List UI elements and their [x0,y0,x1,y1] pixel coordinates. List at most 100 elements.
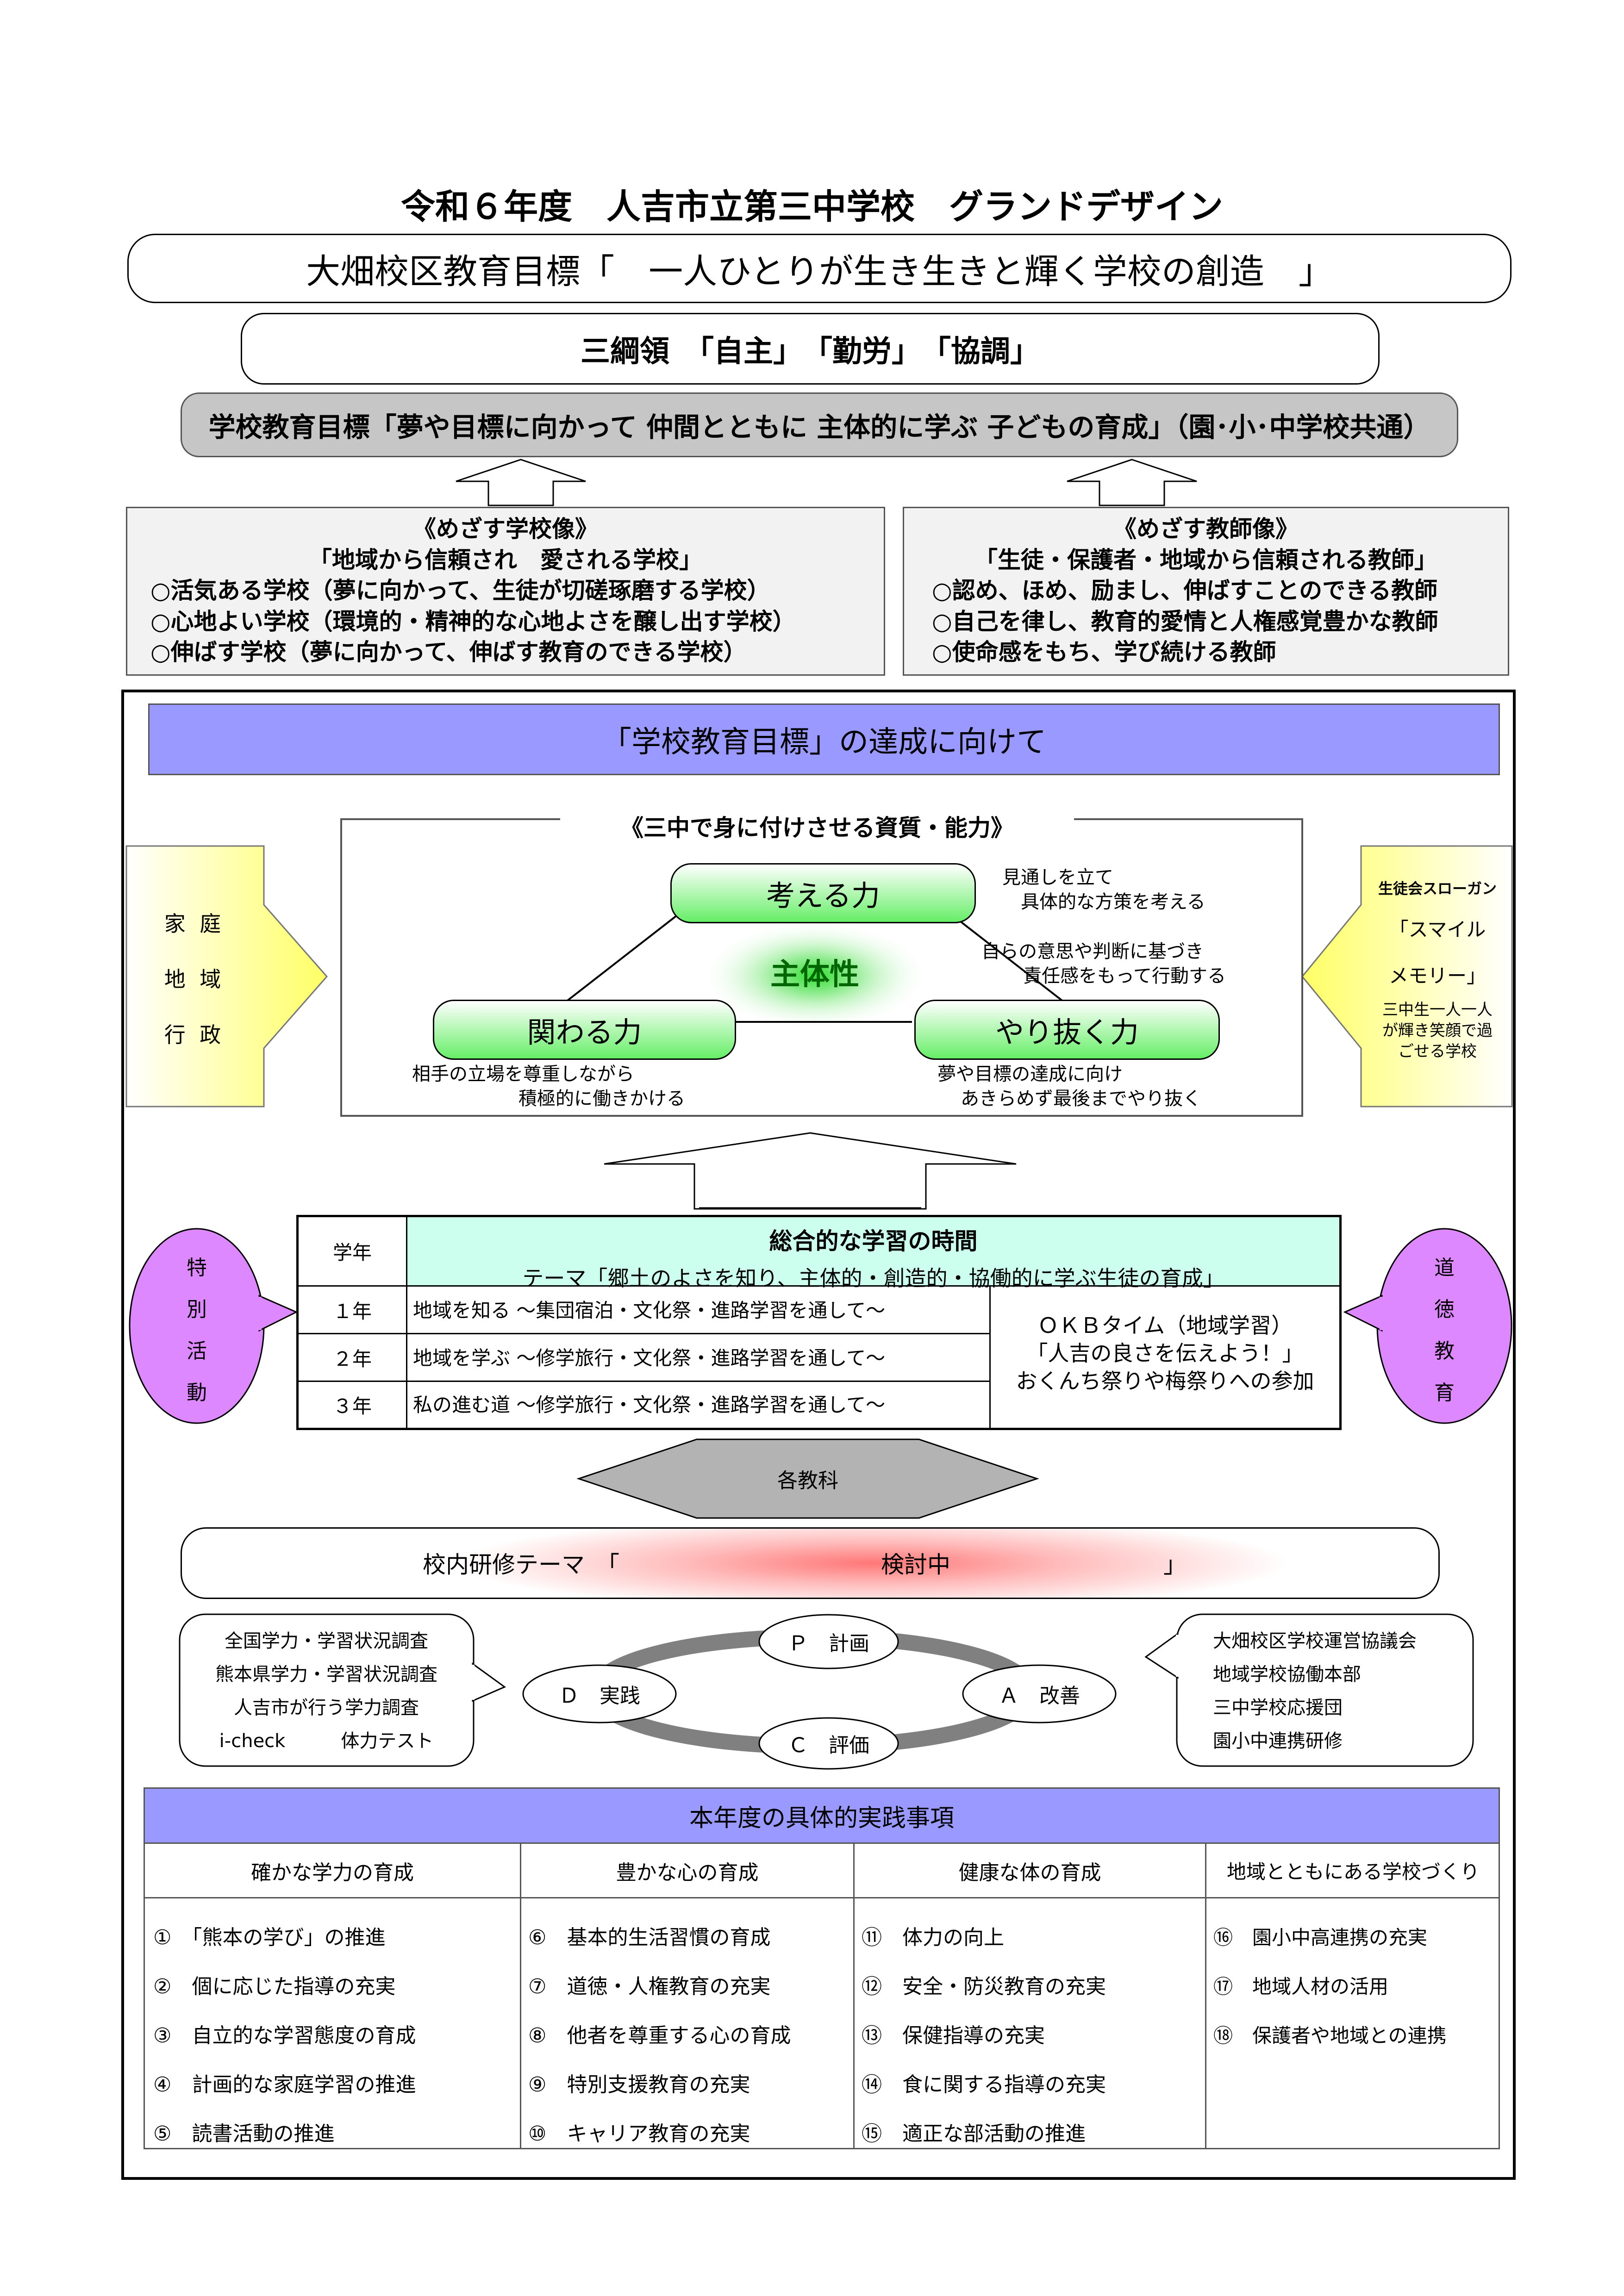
ability-think: 考える力 [670,863,976,923]
subjects-label: 各教科 [777,1469,838,1493]
desc-line: 積極的に働きかける [518,1088,685,1110]
list-item: ○使命感をもち、学び続ける教師 [932,639,1276,666]
practice-header-academic: 確かな学力の育成 [251,1860,414,1885]
community-labels: 家 庭 地 域 行 政 [139,907,250,1074]
relate-description: 相手の立場を尊重しながら 積極的に働きかける [412,1062,764,1111]
moral-education-bubble [1343,1228,1512,1424]
up-arrow-icon [1067,459,1197,506]
desc-line: 責任感をもって行動する [1023,965,1226,987]
list-item: 熊本県学力・学習状況調査 [215,1664,437,1685]
desc-line: 具体的な方策を考える [1021,891,1206,913]
list-item: ⑭ 食に関する指導の充実 [862,2073,1106,2097]
list-item: 大畑校区学校運営協議会 [1213,1630,1417,1652]
list-item: ⑬ 保健指導の充実 [862,2024,1045,2047]
list-item: ○伸ばす学校（夢に向かって、伸ばす教育のできる学校） [150,639,747,666]
moral-education-label: 道 徳 教 育 [1421,1247,1468,1414]
school-image-heading: 《めざす学校像》 [413,516,598,542]
subjects-diamond [576,1438,1039,1519]
list-item: ⑨ 特別支援教育の充実 [528,2073,750,2097]
practice-column-community: ⑯ 園小中高連携の充実 ⑰ 地域人材の活用 ⑱ 保護者や地域との連携 [1213,1913,1498,2060]
list-item: ⑱ 保護者や地域との連携 [1213,2024,1447,2047]
practice-table: 確かな学力の育成 豊かな心の育成 健康な体の育成 地域とともにある学校づくり ①… [144,1844,1500,2149]
list-item: ⑤ 読書活動の推進 [153,2122,335,2146]
ability-relate: 関わる力 [433,1000,736,1060]
column-divider [520,1844,521,2148]
slogan-desc-line: が輝き笑顔で過 [1382,1021,1493,1040]
list-item: ⑮ 適正な部活動の推進 [862,2122,1086,2146]
surveys-callout [179,1613,506,1767]
pdca-cycle [522,1614,1117,1770]
pdca-check: Ｃ 評価 [788,1734,869,1757]
research-label: 校内研修テーマ 「 [423,1551,619,1578]
list-item: ⑥ 基本的生活習慣の育成 [528,1926,771,1949]
practice-column-health: ⑪ 体力の向上 ⑫ 安全・防災教育の充実 ⑬ 保健指導の充実 ⑭ 食に関する指導… [862,1913,1204,2159]
pdca-act: Ａ 改善 [999,1684,1080,1708]
slogan-arrow-shape [1301,845,1513,1108]
achievement-banner: 「学校教育目標」の達成に向けて [148,703,1500,775]
list-item: 園小中連携研修 [1213,1730,1343,1752]
char: 別 [187,1298,207,1321]
special-activities-bubble [129,1228,298,1424]
char: 徳 [1434,1298,1455,1321]
list-item: ① 「熊本の学び」の推進 [153,1926,386,1949]
grade-header: 学年 [299,1217,407,1287]
list-item: ○活気ある学校（夢に向かって、生徒が切磋琢磨する学校） [150,577,770,604]
research-value: 検討中 [881,1551,950,1578]
practice-column-academic: ① 「熊本の学び」の推進 ② 個に応じた指導の充実 ③ 自立的な学習態度の育成 … [153,1913,519,2159]
practice-header-heart: 豊かな心の育成 [616,1860,759,1885]
list-item: ⑰ 地域人材の活用 [1213,1975,1389,1998]
list-item: ○心地よい学校（環境的・精神的な心地よさを醸し出す学校） [150,608,796,635]
principles-box: 三綱領 「自主」 「勤労」 「協調」 [241,313,1380,385]
community-list: 大畑校区学校運営協議会 地域学校協働本部 三中学校応援団 園小中連携研修 [1213,1624,1472,1758]
list-item: i-check 体力テスト [219,1730,434,1752]
char: 育 [1434,1381,1455,1405]
list-item: ⑩ キャリア教育の充実 [528,2122,750,2146]
desc-line: 相手の立場を尊重しながら [412,1064,634,1085]
okb-line: おくんち祭りや梅祭りへの参加 [1016,1368,1314,1394]
pdca-plan: Ｐ 計画 [788,1632,869,1655]
slogan-desc-line: ごせる学校 [1398,1042,1477,1061]
list-item: ⑫ 安全・防災教育の充実 [862,1975,1106,1998]
community-arrow-shape [125,845,328,1108]
label-region: 地 域 [164,967,225,992]
think-description: 見通しを立て 具体的な方策を考える [1002,865,1262,915]
integrated-study-header: 総合的な学習の時間 テーマ「郷土のよさを知り、主体的・創造的・協働的に学ぶ生徒の… [407,1217,1339,1291]
persist-description: 夢や目標の達成に向け あきらめず最後までやり抜く [937,1062,1289,1111]
surveys-list: 全国学力・学習状況調査 熊本県学力・学習状況調査 人吉市が行う学力調査 i-ch… [183,1624,470,1758]
school-image-box: 《めざす学校像》 「地域から信頼され 愛される学校」 ○活気ある学校（夢に向かっ… [126,507,885,676]
column-divider [1205,1844,1206,2148]
slogan-desc-line: 三中生一人一人 [1382,1001,1493,1019]
char: 特 [187,1256,207,1280]
list-item: ⑯ 園小中高連携の充実 [1213,1926,1428,1949]
grade-cell: ３年 [299,1382,407,1428]
char: 動 [187,1381,207,1405]
list-item: 人吉市が行う学力調査 [234,1697,419,1718]
page-title: 令和６年度 人吉市立第三中学校 グランドデザイン [401,187,1223,227]
desc-line: あきらめず最後までやり抜く [961,1088,1201,1110]
okb-line: 「人吉の良さを伝えよう！」 [1026,1340,1304,1366]
school-image-subheading: 「地域から信頼され 愛される学校」 [309,546,702,573]
special-activities-label: 特 別 活 動 [174,1247,220,1414]
practice-header-health: 健康な体の育成 [958,1860,1101,1885]
slogan-line-2: メモリー」 [1388,964,1486,987]
desc-line: 自らの意思や判断に基づき [981,941,1204,962]
list-item: ○自己を律し、教育的愛情と人権感覚豊かな教師 [932,608,1438,635]
grade-content: 私の進む道 ～修学旅行・文化祭・進路学習を通して～ [407,1382,991,1428]
community-callout [1144,1613,1474,1767]
teacher-image-subheading: 「生徒・保護者・地域から信頼される教師」 [974,546,1437,573]
grade-cell: ２年 [299,1334,407,1382]
slogan-heading: 生徒会スローガン [1378,880,1497,897]
grade-content: 地域を学ぶ ～修学旅行・文化祭・進路学習を通して～ [407,1334,991,1382]
list-item: ○認め、ほめ、励まし、伸ばすことのできる教師 [932,577,1438,604]
okb-line: ＯＫＢタイム（地域学習） [1037,1313,1293,1338]
teacher-image-heading: 《めざす教師像》 [1113,516,1299,542]
slogan-line-1: 「スマイル [1389,918,1486,941]
abilities-heading: 《三中で身に付けさせる資質・能力》 [560,812,1074,841]
research-close: 」 [1163,1551,1187,1578]
char: 教 [1434,1339,1455,1363]
char: 活 [187,1339,207,1363]
list-item: 三中学校応援団 [1213,1697,1343,1718]
ability-persist: やり抜く力 [914,1000,1220,1060]
main-frame-border [121,690,1516,2180]
integrated-study-table: 学年 総合的な学習の時間 テーマ「郷土のよさを知り、主体的・創造的・協働的に学ぶ… [296,1215,1342,1430]
